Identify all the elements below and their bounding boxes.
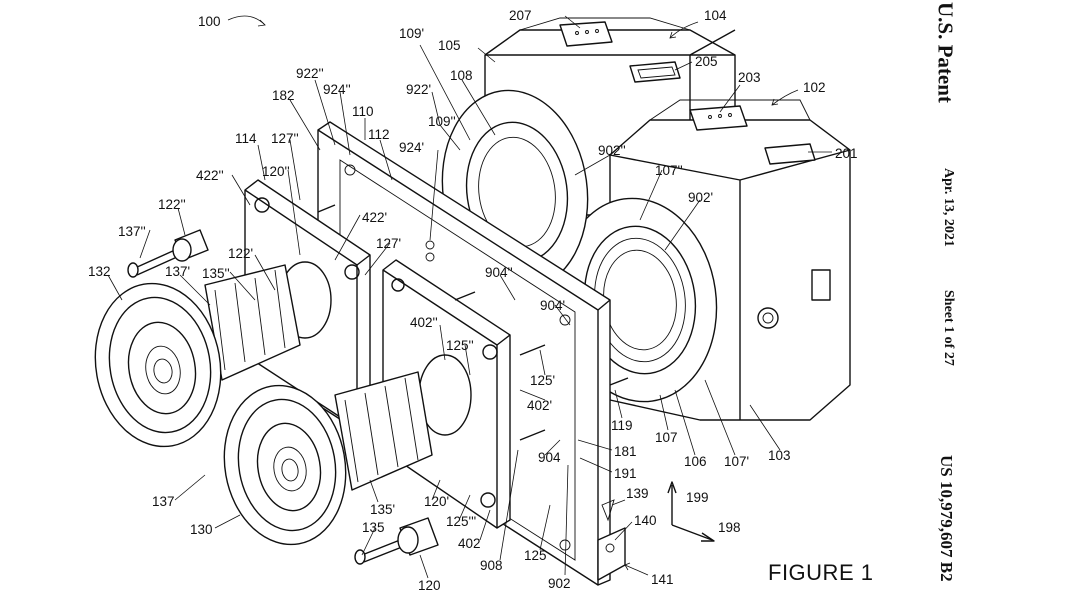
ref-137pp: 137'' (118, 224, 146, 239)
connector-203 (689, 105, 748, 131)
reference-numerals: 100 104 102 207 205 203 201 105 108 109'… (88, 8, 858, 593)
ref-139: 139 (626, 486, 649, 501)
ref-137: 137 (152, 494, 175, 509)
lens-plate-114 (244, 179, 371, 429)
leader-lines (107, 15, 832, 579)
ref-207: 207 (509, 8, 532, 23)
ref-402: 402 (458, 536, 481, 551)
ref-402p: 402' (527, 398, 552, 413)
ref-125: 125 (524, 548, 547, 563)
ref-902pp: 902'' (598, 143, 626, 158)
patent-number: US 10,979,607 B2 (926, 0, 966, 608)
ref-924p: 924' (399, 140, 424, 155)
ref-182: 182 (272, 88, 295, 103)
ref-198: 198 (718, 520, 741, 535)
ref-922pp: 922'' (296, 66, 324, 81)
ref-137p: 137' (165, 264, 190, 279)
ref-132: 132 (88, 264, 111, 279)
ref-922p: 922' (406, 82, 431, 97)
ref-100: 100 (198, 14, 221, 29)
ref-arrows (227, 15, 799, 576)
ref-107pp: 107'' (655, 163, 683, 178)
ref-181: 181 (614, 444, 637, 459)
ref-105: 105 (438, 38, 461, 53)
patent-number-text: US 10,979,607 B2 (937, 455, 956, 582)
lens-132 (94, 264, 301, 448)
ref-102: 102 (803, 80, 826, 95)
ref-904: 904 (538, 450, 561, 465)
axes-indicator (667, 481, 715, 542)
pins (317, 204, 629, 441)
ref-205: 205 (695, 54, 718, 69)
ref-120p: 120' (424, 494, 449, 509)
ref-114: 114 (235, 131, 257, 146)
ref-103: 103 (768, 448, 791, 463)
ref-130: 130 (190, 522, 213, 537)
ref-120: 120 (418, 578, 441, 593)
ref-191: 191 (614, 466, 637, 481)
ref-904p: 904' (540, 298, 565, 313)
ref-108: 108 (450, 68, 473, 83)
ref-902p: 902' (688, 190, 713, 205)
ref-135pp: 135'' (202, 266, 230, 281)
ref-106: 106 (684, 454, 707, 469)
ref-122pp: 122'' (158, 197, 186, 212)
screw-137pp (127, 229, 209, 278)
ref-199: 199 (686, 490, 709, 505)
figure-label: FIGURE 1 (768, 560, 874, 585)
ref-104: 104 (704, 8, 727, 23)
ref-422p: 422' (362, 210, 387, 225)
ref-135: 135 (362, 520, 385, 535)
ref-125p: 125' (530, 373, 555, 388)
ref-135p: 135' (370, 502, 395, 517)
connector-207 (559, 21, 613, 47)
ref-119: 119 (611, 418, 633, 433)
ref-122p: 122' (228, 246, 253, 261)
ref-109p: 109' (399, 26, 424, 41)
ref-201: 201 (835, 146, 858, 161)
ref-120pp: 120'' (262, 164, 290, 179)
connector-201 (764, 143, 816, 165)
lens-130 (223, 371, 433, 546)
ref-908: 908 (480, 558, 503, 573)
ref-203: 203 (738, 70, 761, 85)
ref-127pp: 127'' (271, 131, 299, 146)
ref-924pp: 924'' (323, 82, 351, 97)
ref-125pp: 125'' (446, 338, 474, 353)
ref-141: 141 (651, 572, 674, 587)
connector-205 (629, 61, 681, 83)
ref-109pp: 109'' (428, 114, 456, 129)
ref-140: 140 (634, 513, 657, 528)
ref-902: 902 (548, 576, 571, 591)
side-port (757, 269, 831, 329)
ref-904pp: 904'' (485, 265, 513, 280)
ref-127p: 127' (376, 236, 401, 251)
ref-125ppp: 125''' (446, 514, 476, 529)
screw-135 (354, 517, 439, 565)
ref-402pp: 402'' (410, 315, 438, 330)
ref-107: 107 (655, 430, 678, 445)
ref-107p: 107' (724, 454, 749, 469)
ref-112: 112 (368, 127, 390, 142)
ref-422pp: 422'' (196, 168, 224, 183)
ref-110: 110 (352, 104, 374, 119)
